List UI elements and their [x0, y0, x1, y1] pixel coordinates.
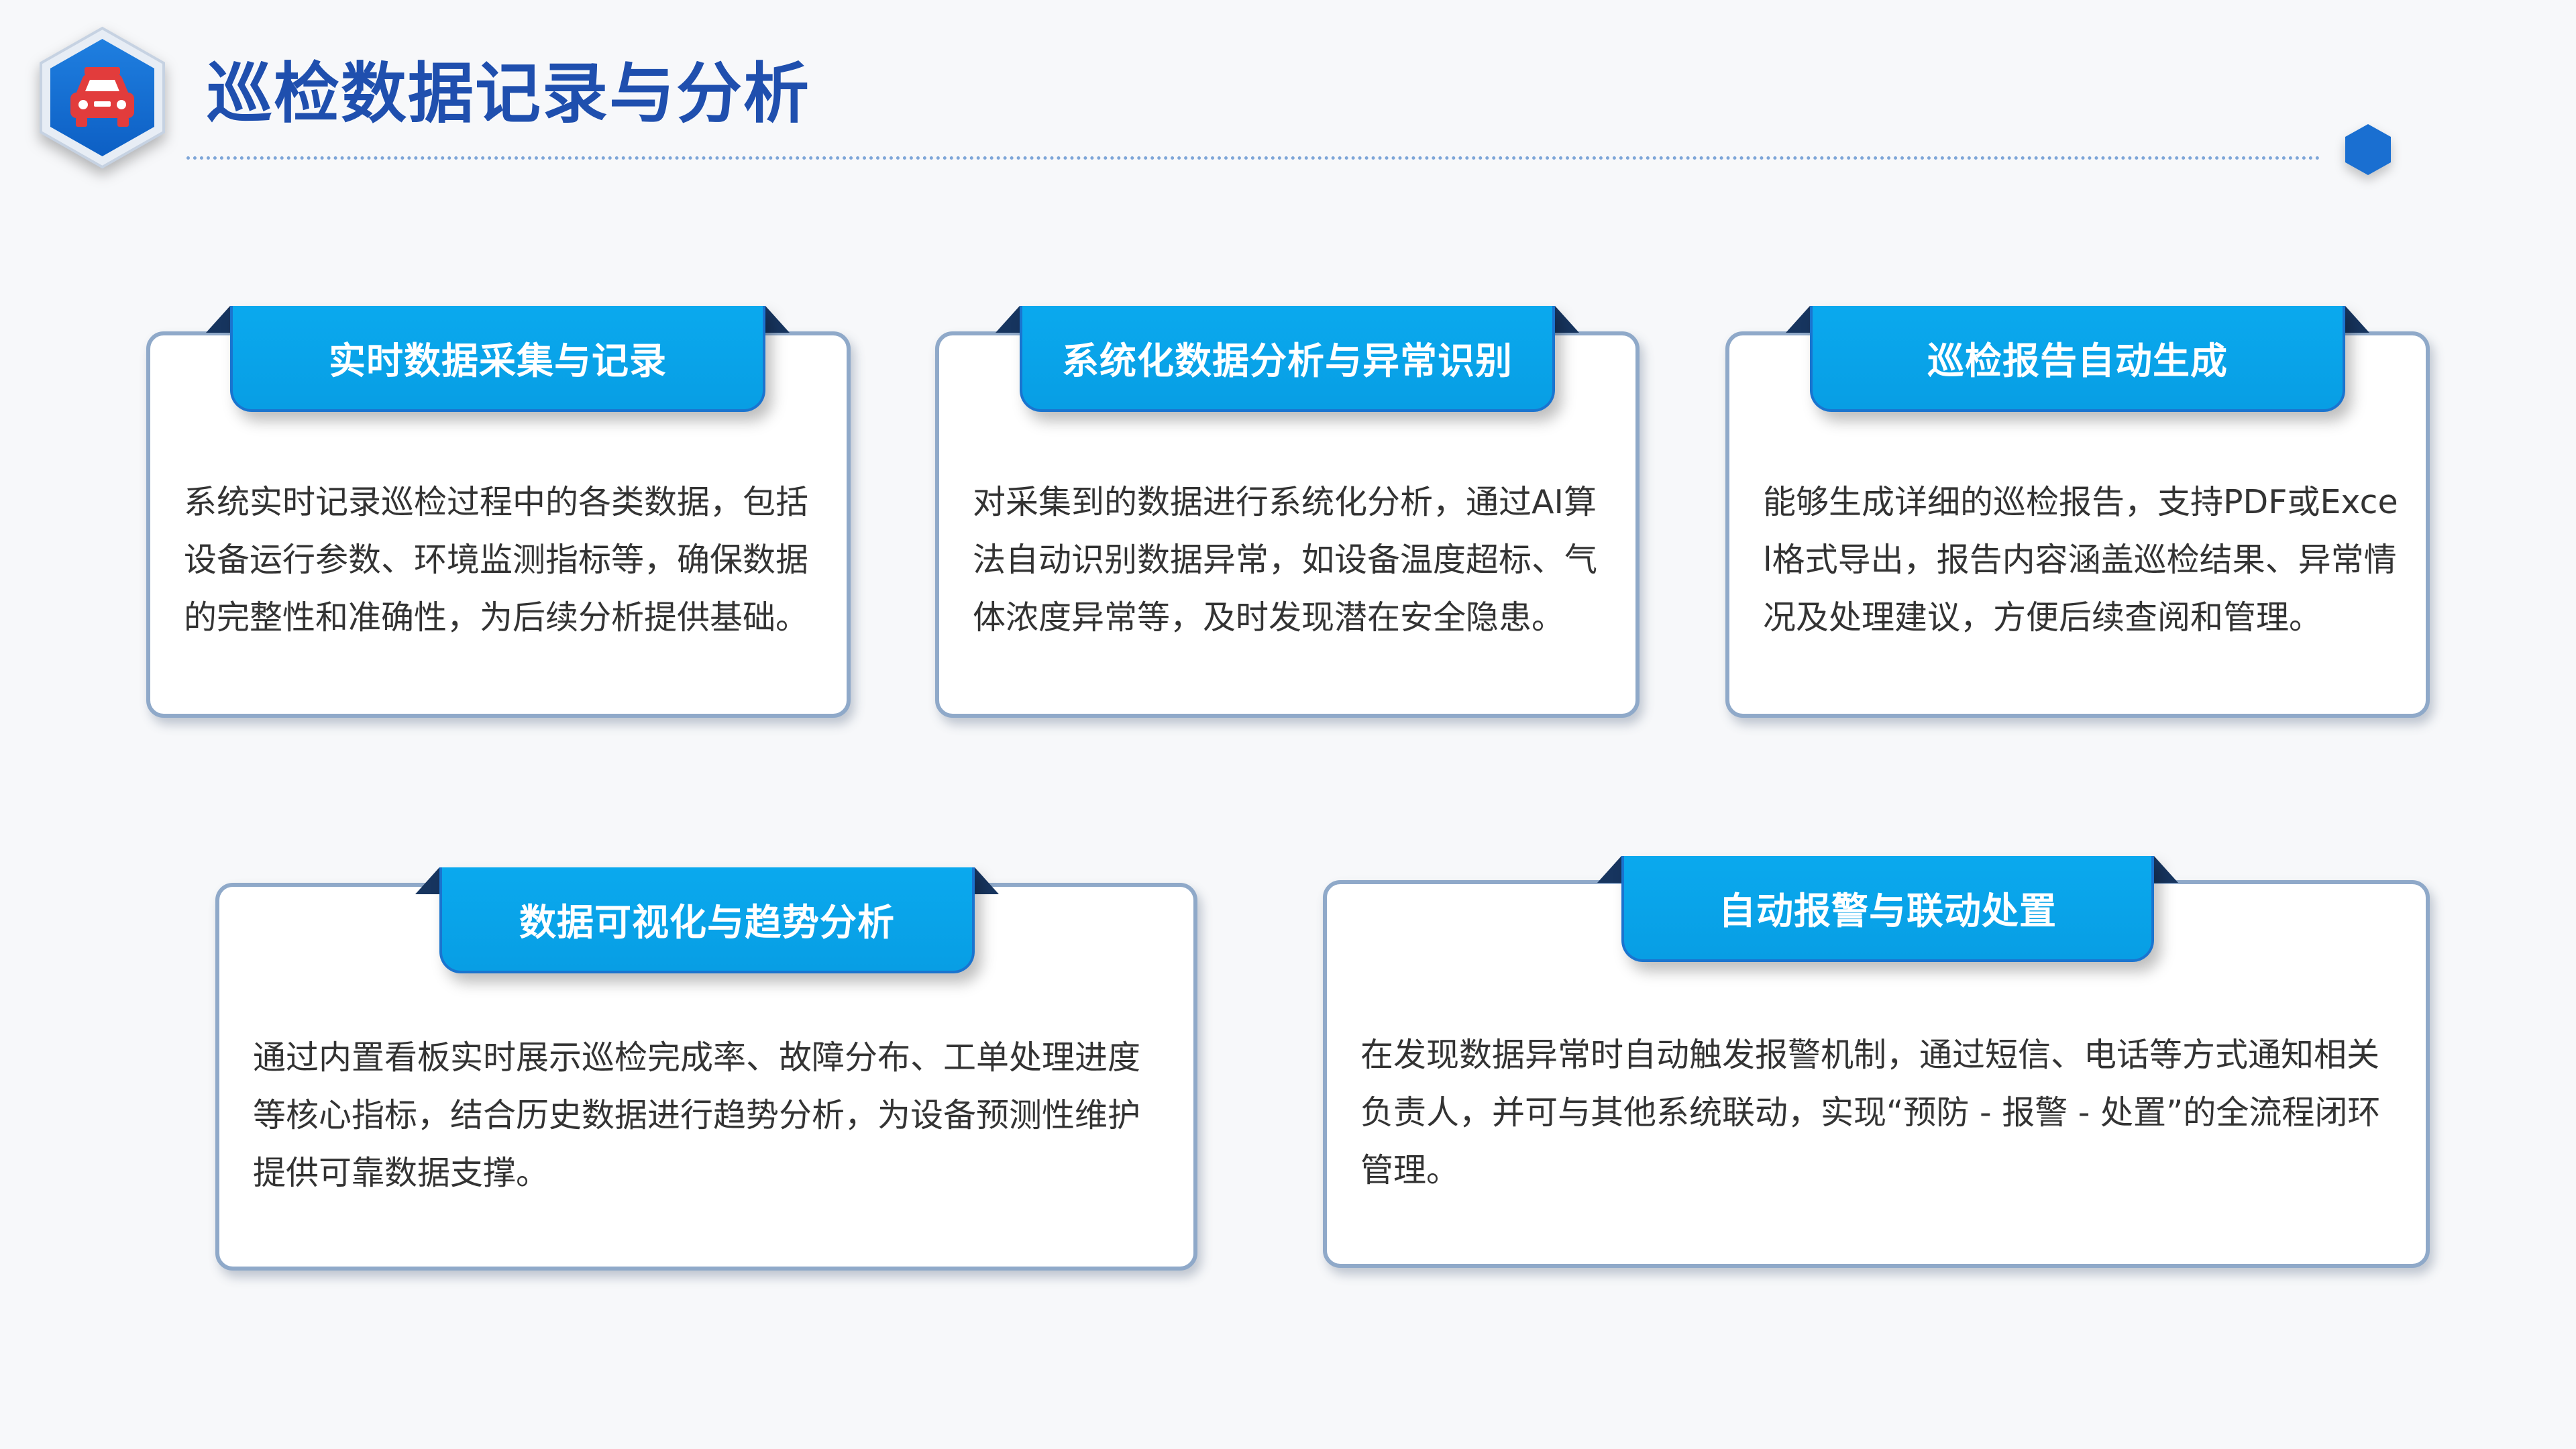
card-title-tab: 系统化数据分析与异常识别	[996, 306, 1579, 412]
card-title-tab: 数据可视化与趋势分析	[415, 867, 999, 973]
card-title-tab: 巡检报告自动生成	[1786, 306, 2369, 412]
card-title: 数据可视化与趋势分析	[519, 901, 895, 944]
card-description: 系统实时记录巡检过程中的各类数据，包括设备运行参数、环境监测指标等，确保数据的完…	[184, 483, 809, 637]
card-title-tab: 自动报警与联动处置	[1597, 856, 2178, 962]
card-title-tab: 实时数据采集与记录	[206, 306, 790, 412]
page-title: 巡检数据记录与分析	[207, 56, 811, 132]
card-description: 在发现数据异常时自动触发报警机制，通过短信、电话等方式通知相关负责人，并可与其他…	[1360, 1036, 2381, 1189]
card-title: 自动报警与联动处置	[1718, 890, 2057, 932]
card-description: 能够生成详细的巡检报告，支持PDF或Excel格式导出，报告内容涵盖巡检结果、异…	[1763, 483, 2398, 637]
title-divider	[186, 156, 2321, 160]
card-description: 通过内置看板实时展示巡检完成率、故障分布、工单处理进度等核心指标，结合历史数据进…	[253, 1038, 1141, 1192]
card-title: 系统化数据分析与异常识别	[1061, 339, 1513, 382]
card-title: 实时数据采集与记录	[328, 339, 667, 382]
hexagon-decoration-icon	[2345, 124, 2391, 175]
car-icon	[70, 67, 134, 127]
card-description: 对采集到的数据进行系统化分析，通过AI算法自动识别数据异常，如设备温度超标、气体…	[973, 483, 1598, 637]
logo-badge	[40, 26, 165, 169]
card-title: 巡检报告自动生成	[1927, 339, 2228, 382]
